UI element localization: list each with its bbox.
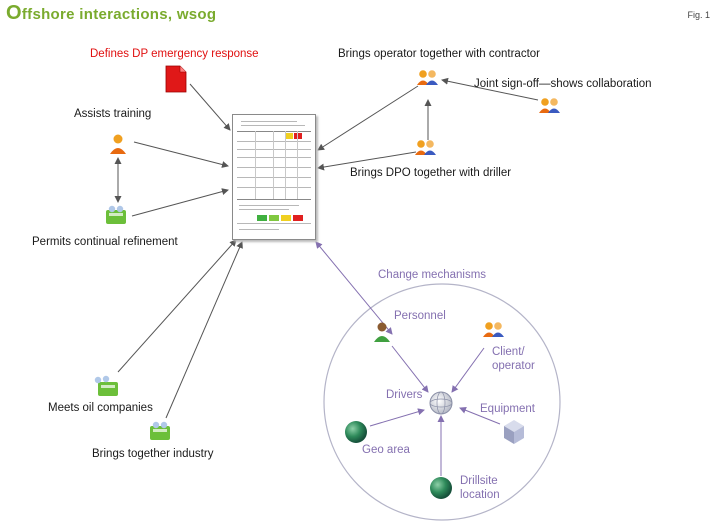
arrow-change-to-document — [315, 241, 393, 335]
arrow-joint-signoff — [441, 77, 539, 101]
label-drivers: Drivers — [386, 389, 423, 401]
arrow-brings-industry — [165, 241, 243, 419]
label-brings-dpo: Brings DPO together with driller — [350, 167, 512, 179]
arrow-assists-training — [133, 141, 229, 168]
drivers-hub-icon — [429, 391, 453, 415]
figure-label: Fig. 1 — [687, 10, 710, 20]
label-brings-operator: Brings operator together with contractor — [338, 48, 540, 60]
document-icon — [165, 65, 187, 93]
label-permits-refinement: Permits continual refinement — [32, 236, 178, 248]
label-brings-together-industry: Brings together industry — [92, 448, 214, 460]
arrow-equipment — [459, 406, 501, 425]
change-mechanisms-circle — [323, 283, 561, 521]
connector-arrows — [114, 77, 539, 419]
diagram-title: Offshore interactions, wsog — [6, 2, 217, 24]
label-joint-signoff: Joint sign-off—shows collaboration — [474, 78, 652, 90]
person-icon — [110, 134, 126, 154]
globe-icon — [430, 477, 452, 499]
arrow-client — [451, 347, 485, 393]
arrow-permits — [131, 188, 229, 217]
label-drillsite-location: Drillsite location — [460, 475, 500, 501]
people-icon — [415, 140, 436, 155]
person-icon — [374, 322, 390, 342]
label-meets-oil-companies: Meets oil companies — [48, 402, 153, 414]
arrow-personnel — [391, 345, 429, 393]
people-icon — [417, 70, 438, 85]
label-equipment: Equipment — [480, 403, 535, 415]
label-change-mechanisms: Change mechanisms — [378, 269, 487, 281]
central-document — [232, 114, 316, 240]
meeting-icon — [94, 375, 118, 396]
people-icon — [483, 322, 504, 337]
label-assists-training: Assists training — [74, 108, 152, 120]
arrow-defines — [189, 83, 231, 131]
arrow-meets-oil — [117, 239, 237, 373]
label-client-operator: Client/ operator — [492, 346, 535, 372]
arrow-brings-operator — [317, 85, 419, 151]
equipment-cube-icon — [504, 420, 524, 444]
label-defines-dp-response: Defines DP emergency response — [90, 48, 259, 60]
arrow-brings-dpo — [317, 151, 417, 171]
label-personnel: Personnel — [394, 310, 446, 322]
arrow-geo — [369, 408, 425, 427]
meeting-icon — [150, 421, 170, 440]
meeting-icon — [106, 205, 126, 224]
change-arrows — [315, 241, 501, 476]
label-geo-area: Geo area — [362, 444, 410, 456]
globe-icon — [345, 421, 367, 443]
people-icon — [539, 98, 560, 113]
